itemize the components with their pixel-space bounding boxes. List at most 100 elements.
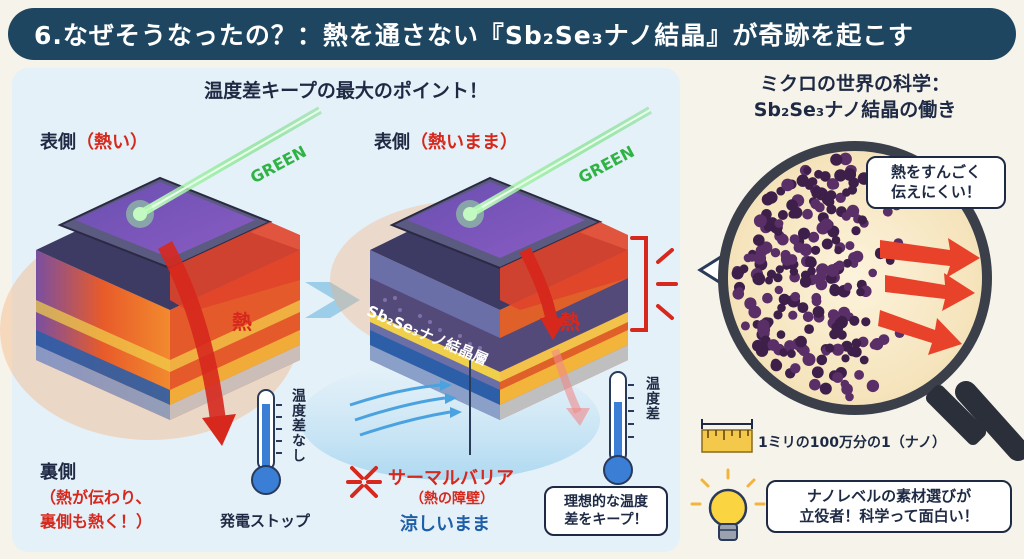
nano-particle (740, 321, 750, 331)
nano-particle (770, 359, 783, 372)
nano-particle (845, 241, 855, 251)
nano-particle (753, 214, 767, 228)
nano-particle (857, 215, 867, 225)
nano-particle (829, 283, 840, 293)
nano-particle (832, 372, 844, 383)
page-title: 6.なぜそうなったの？：熱を通さない『Sb₂Se₃ナノ結晶』が奇跡を起こす (34, 21, 914, 50)
nano-particle (819, 382, 832, 395)
nano-particle (798, 227, 810, 240)
nano-particle (773, 227, 783, 236)
nano-particle (789, 267, 799, 276)
nano-particle (843, 168, 857, 181)
nano-particle (777, 210, 788, 220)
back-side-label-a: 裏側 (40, 462, 76, 483)
nano-particle (851, 250, 864, 263)
nano-particle (765, 276, 773, 285)
nano-particle (802, 311, 814, 323)
nano-particle (861, 317, 871, 327)
nano-particle (851, 338, 862, 349)
nano-particle (762, 292, 773, 304)
nano-particle (831, 343, 845, 356)
nano-particle (835, 315, 848, 329)
heat-label-b: 熱 (560, 310, 580, 334)
magnifier-icon (697, 141, 1024, 461)
nano-particle (851, 226, 861, 236)
nano-particle (816, 354, 828, 366)
nano-particle (779, 348, 788, 357)
nano-particle (843, 258, 852, 268)
right-panel-heading: ミクロの世界の科学： Sb₂Se₃ナノ結晶の働き (753, 73, 957, 121)
nano-particle (849, 315, 860, 326)
nano-particle (827, 309, 840, 321)
thermal-barrier-label: サーマルバリア (388, 468, 514, 489)
nano-particle (825, 343, 835, 353)
nano-particle (809, 378, 821, 391)
nano-particle (788, 310, 798, 320)
device-with-thermal-barrier (300, 106, 678, 498)
nano-particle (757, 319, 770, 332)
nano-particle (753, 251, 767, 265)
nano-particle (811, 189, 821, 199)
thermometer-icon (603, 371, 634, 485)
nano-particle (773, 273, 783, 283)
nano-particle (759, 241, 773, 254)
nano-particle (834, 246, 843, 255)
barrier-burst-icon (346, 466, 382, 498)
nano-particle (866, 379, 880, 393)
nano-particle (790, 363, 801, 374)
nano-particle (804, 256, 817, 268)
nano-particle (854, 370, 864, 380)
nano-particle (735, 287, 744, 296)
nano-particle (826, 178, 839, 190)
thermometer-icon (251, 389, 282, 495)
heat-label-a: 熱 (232, 310, 252, 334)
nano-particle (831, 235, 841, 245)
nano-particle (856, 287, 865, 297)
nano-particle (767, 339, 780, 351)
nano-particle (734, 266, 745, 277)
nano-particle (812, 306, 825, 318)
panel-heading: 温度差キープの最大のポイント！ (204, 80, 488, 102)
nano-particle (868, 268, 877, 278)
nano-particle (882, 206, 893, 217)
keep-temp-diff-callout: 理想的な温度 差をキープ！ (544, 486, 668, 537)
nano-particle (826, 190, 837, 201)
nano-particle (790, 291, 801, 302)
nano-particle (797, 302, 809, 313)
ruler-icon (701, 419, 753, 453)
nano-particle (830, 153, 843, 166)
nano-particle (753, 234, 765, 246)
nano-particle (788, 209, 798, 219)
low-conductivity-bubble: 熱をすんごく 伝えにくい！ (866, 156, 1006, 209)
nano-particle (786, 199, 798, 211)
nano-particle (820, 218, 833, 231)
nano-particle (805, 181, 814, 190)
device-hot-without-barrier (0, 106, 323, 495)
title-banner: 6.なぜそうなったの？：熱を通さない『Sb₂Se₃ナノ結晶』が奇跡を起こす (8, 8, 1016, 60)
nano-particle (810, 198, 821, 210)
nano-particle (821, 238, 833, 250)
nano-particle (847, 346, 858, 357)
nano-particle (859, 355, 869, 365)
nano-particle (834, 169, 847, 182)
thermal-barrier-sub: （熱の障壁） (410, 491, 494, 507)
nano-particle (878, 334, 890, 345)
nano-particle (798, 345, 810, 357)
nano-particle (793, 242, 805, 253)
back-side-note-2: 裏側も熱く！） (40, 512, 153, 531)
nano-particle (811, 366, 824, 379)
nano-particle (795, 335, 807, 348)
nano-particle (837, 330, 847, 340)
temp-diff-label: 温度差 (644, 376, 660, 421)
lightbulb-icon (690, 468, 766, 541)
nano-particle (752, 272, 766, 286)
nano-particle (752, 339, 764, 352)
nano-particle (763, 222, 773, 232)
nano-particle (841, 211, 851, 221)
nano-particle (787, 349, 796, 359)
nano-particle (843, 282, 853, 291)
front-side-label-a: 表側（熱い） (40, 132, 148, 153)
nano-particle (774, 219, 784, 228)
nano-particle (838, 306, 850, 319)
nano-particle (774, 285, 783, 295)
